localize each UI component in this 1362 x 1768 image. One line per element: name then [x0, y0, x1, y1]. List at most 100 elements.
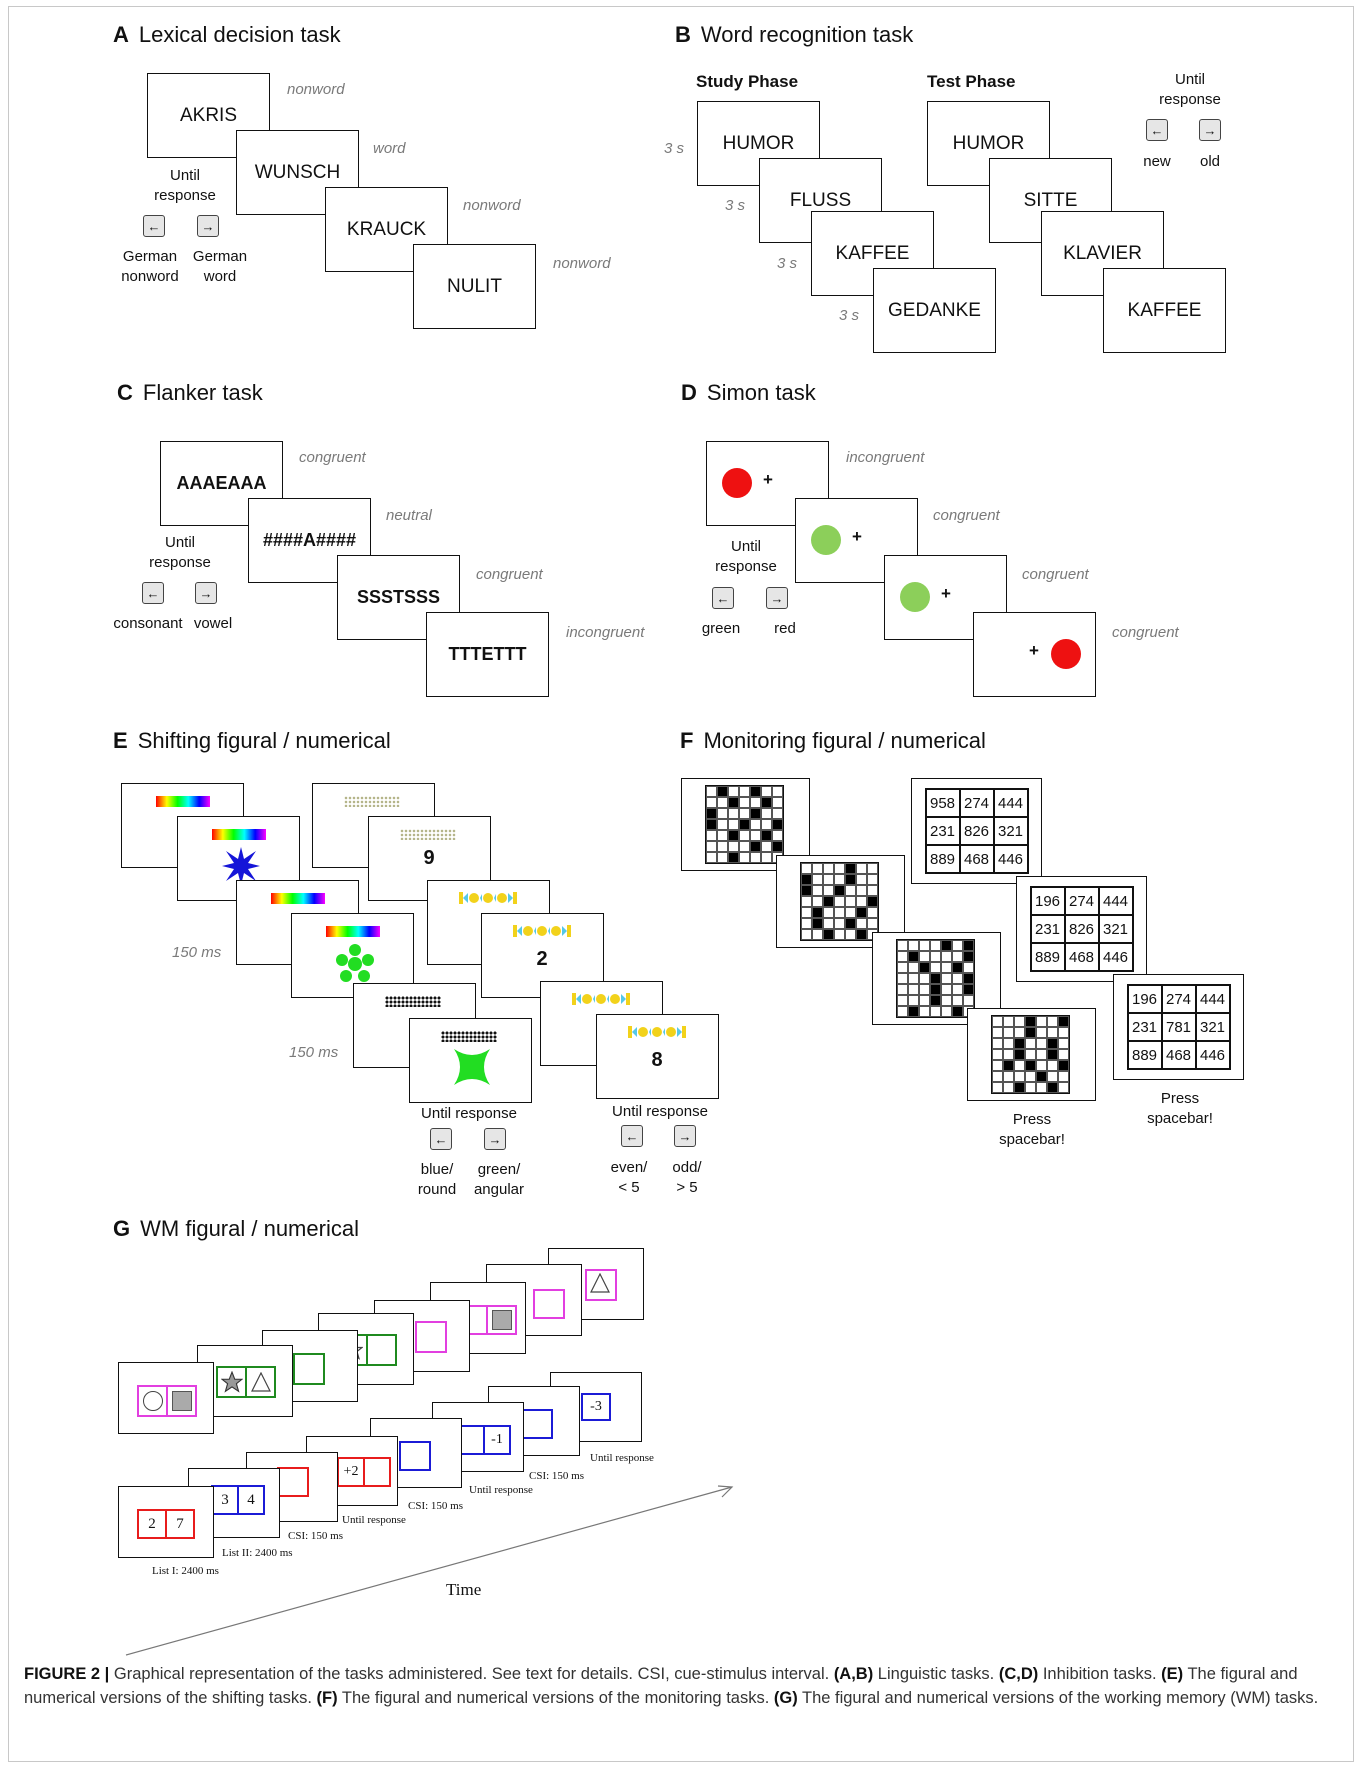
grid-cell: [856, 863, 867, 874]
grid-cell: [1014, 1049, 1025, 1060]
dot-pattern-cue-icon: [441, 1031, 497, 1042]
matrix-cell: 231: [1030, 915, 1065, 943]
time-arrow-icon: [125, 1485, 734, 1656]
grid-cell: [867, 907, 878, 918]
grid-cell: [919, 951, 930, 962]
time-axis-label: Time: [446, 1580, 482, 1599]
grid-cell: [941, 984, 952, 995]
grid-cell: [761, 841, 772, 852]
matrix-cell: 231: [925, 817, 960, 845]
grid-cell: [717, 786, 728, 797]
grid-cell: [1025, 1016, 1036, 1027]
grid-cell: [952, 1006, 963, 1017]
gray-square-icon: [171, 1391, 192, 1411]
grid-cell: [941, 962, 952, 973]
timing-label: Until response: [342, 1514, 406, 1526]
grid-cell: [717, 808, 728, 819]
left-key-label: blue/round: [417, 1161, 457, 1198]
stimulus-screen: TTTETTT: [426, 612, 549, 697]
grid-cell: [1014, 1082, 1025, 1093]
grid-cell: [834, 907, 845, 918]
caption-text: Inhibition tasks.: [1038, 1665, 1162, 1683]
grid-cell: [908, 940, 919, 951]
matrix-cell: 446: [1098, 943, 1133, 971]
grid-cell: [834, 863, 845, 874]
caption-text: Linguistic tasks.: [873, 1665, 999, 1683]
matrix-cell: 468: [1064, 943, 1099, 971]
grid-cell: [952, 962, 963, 973]
figural-grid-screen: [776, 855, 905, 948]
number-cell: 4: [247, 1491, 255, 1508]
grid-cell: [941, 973, 952, 984]
grid-cell: [772, 786, 783, 797]
grid-cell: [930, 973, 941, 984]
duration-label: 150 ms: [289, 1044, 339, 1061]
grid-cell: [897, 995, 908, 1006]
grid-cell: [834, 885, 845, 896]
fixation-cross: +: [763, 470, 773, 489]
grid-cell: [856, 874, 867, 885]
blue-frame: [399, 1441, 431, 1471]
condition-label: neutral: [386, 507, 432, 524]
grid-cell: [908, 995, 919, 1006]
green-circle-icon: [811, 525, 841, 555]
caption-ref: (E): [1161, 1665, 1184, 1683]
matrix-cell: 196: [1030, 887, 1065, 915]
right-arrow-key-icon: →: [195, 582, 217, 604]
digit-stimulus: 9: [423, 847, 435, 869]
left-arrow-key-icon: ←: [712, 587, 734, 609]
grid-cell: [845, 885, 856, 896]
right-arrow-key-icon: →: [197, 215, 219, 237]
grid-cell: [867, 896, 878, 907]
grid-cell: [1014, 1038, 1025, 1049]
stimulus-word: WUNSCH: [254, 161, 341, 183]
grid-cell: [761, 786, 772, 797]
timing-label: List II: 2400 ms: [222, 1547, 293, 1559]
grid-cell: [908, 1006, 919, 1017]
green-frame: [216, 1366, 276, 1398]
duration-label: 3 s: [777, 255, 798, 272]
matrix-cell: 444: [1195, 985, 1230, 1013]
red-frame: +2: [337, 1457, 391, 1487]
figural-grid-screen: [681, 778, 810, 871]
grid-cell: [963, 940, 974, 951]
caption-text: The figural and numerical versions of th…: [24, 1665, 1298, 1707]
grid-cell: [728, 786, 739, 797]
magenta-frame: [415, 1321, 447, 1353]
study-screen: GEDANKE: [873, 268, 996, 353]
grid-cell: [772, 808, 783, 819]
condition-label: nonword: [287, 81, 345, 98]
grid-cell: [952, 995, 963, 1006]
grid-cell: [992, 1060, 1003, 1071]
caption-text: Graphical representation of the tasks ad…: [109, 1665, 834, 1683]
grid-cell: [1036, 1060, 1047, 1071]
grid-cell: [1003, 1060, 1014, 1071]
grid-cell: [992, 1071, 1003, 1082]
dot-grid: [896, 939, 975, 1018]
right-key-label: odd/> 5: [672, 1159, 702, 1196]
grid-cell: [728, 852, 739, 863]
matrix-cell: 321: [993, 817, 1028, 845]
grid-cell: [717, 852, 728, 863]
test-word: KLAVIER: [1063, 242, 1142, 264]
fixation-cross: +: [941, 584, 951, 603]
grid-cell: [728, 808, 739, 819]
duration-label: 150 ms: [172, 944, 222, 961]
grid-cell: [801, 896, 812, 907]
number-cell: 7: [176, 1515, 184, 1532]
grid-cell: [1047, 1038, 1058, 1049]
matrix-cell: 468: [1161, 1041, 1196, 1069]
bowtie-cue-icon: [513, 925, 571, 937]
grid-cell: [867, 874, 878, 885]
study-word: GEDANKE: [888, 299, 981, 321]
left-key-label: green: [701, 620, 741, 637]
grid-cell: [867, 918, 878, 929]
grid-cell: [992, 1027, 1003, 1038]
